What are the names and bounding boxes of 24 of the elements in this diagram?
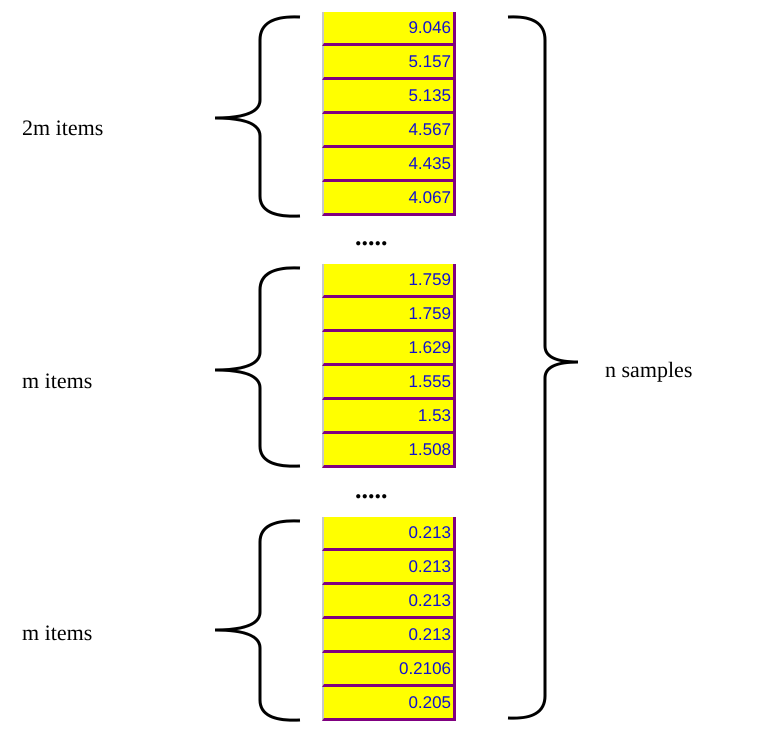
table-cell: 1.508 xyxy=(322,434,456,468)
brace-label: 2m items xyxy=(22,115,104,141)
table-cell: 1.629 xyxy=(322,332,456,366)
table-cell: 0.2106 xyxy=(322,653,456,687)
table-cell: 0.213 xyxy=(322,585,456,619)
table-cell: 1.759 xyxy=(322,264,456,298)
table-cell: 0.213 xyxy=(322,551,456,585)
table-cell: 1.555 xyxy=(322,366,456,400)
table-cell: 0.205 xyxy=(322,687,456,721)
table-cell: 4.567 xyxy=(322,114,456,148)
table-cell: 1.759 xyxy=(322,298,456,332)
brace-label: m items xyxy=(22,620,92,646)
brace-label: n samples xyxy=(605,357,692,383)
table-cell: 4.067 xyxy=(322,182,456,216)
table-cell: 0.213 xyxy=(322,619,456,653)
table-cell: 5.157 xyxy=(322,46,456,80)
table-cell: 4.435 xyxy=(322,148,456,182)
ellipsis: ..... xyxy=(355,222,388,252)
table-cell: 5.135 xyxy=(322,80,456,114)
table-cell: 0.213 xyxy=(322,517,456,551)
brace-label: m items xyxy=(22,368,92,394)
table-cell: 9.046 xyxy=(322,12,456,46)
table-cell: 1.53 xyxy=(322,400,456,434)
ellipsis: ..... xyxy=(355,475,388,505)
